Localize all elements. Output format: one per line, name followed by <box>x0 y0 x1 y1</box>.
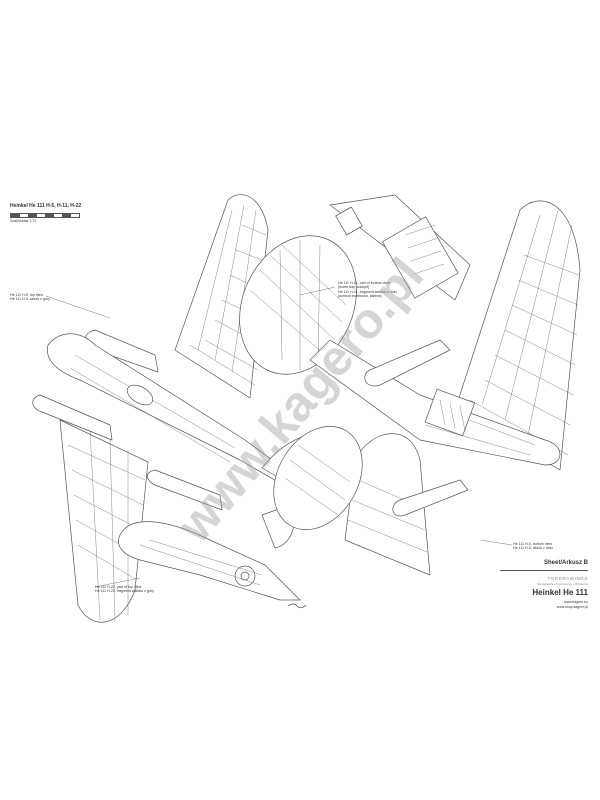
caption-line: He 111 H-5, bottom view <box>513 542 553 546</box>
brand-tagline: Monographs • Topdrawings • Miniatures <box>537 582 588 586</box>
brand-logo: TOPDRAWINGS <box>547 576 588 581</box>
caption-line: He 111 H-5, top view <box>10 293 44 297</box>
tail-detail-lower-center <box>273 425 363 531</box>
sheet-label: Sheet/Arkusz B <box>543 560 588 566</box>
tail-detail-upper-center <box>239 235 357 375</box>
divider <box>500 570 588 571</box>
shop-link[interactable]: www.shop.kagero.pl <box>556 605 588 609</box>
caption-line: (bomb bay, cockpit) <box>338 285 370 290</box>
artist-signature-icon <box>287 603 307 609</box>
caption-line: (komora bombowa, kabina) <box>338 294 382 299</box>
caption-line: He 111 H-22, fragment widoku z góry <box>95 589 154 594</box>
caption-line: He 111 H-5, widok z dołu <box>513 546 553 551</box>
caption-line: He 111 H-11, fragment widoku z dołu <box>338 289 397 294</box>
caption-line: He 111 H-11, part of bottom view <box>338 281 390 285</box>
bomb-bay-detail <box>329 194 471 301</box>
caption-bottom-left: He 111 H-22, part of top view He 111 H-2… <box>95 585 154 594</box>
aircraft-bottom-view-right <box>309 200 581 576</box>
caption-line: He 111 H-5, widok z góry <box>10 297 50 302</box>
caption-center: He 111 H-11, part of bottom view (bomb b… <box>338 281 397 299</box>
caption-line: He 111 H-22, part of top view <box>95 585 142 589</box>
drawing-title: Heinkel He 111 H-5, H-11, H-22 <box>10 203 82 209</box>
caption-bottom-right: He 111 H-5, bottom view He 111 H-5, wido… <box>513 542 553 551</box>
scale-label: Scale/skala 1:72 <box>10 219 37 223</box>
model-name: Heinkel He 111 <box>532 588 588 597</box>
caption-top-left: He 111 H-5, top view He 111 H-5, widok z… <box>10 293 50 302</box>
scale-bar <box>10 213 80 218</box>
aircraft-detail-bottom-left <box>118 469 301 601</box>
website-link[interactable]: www.kagero.eu <box>564 600 588 604</box>
